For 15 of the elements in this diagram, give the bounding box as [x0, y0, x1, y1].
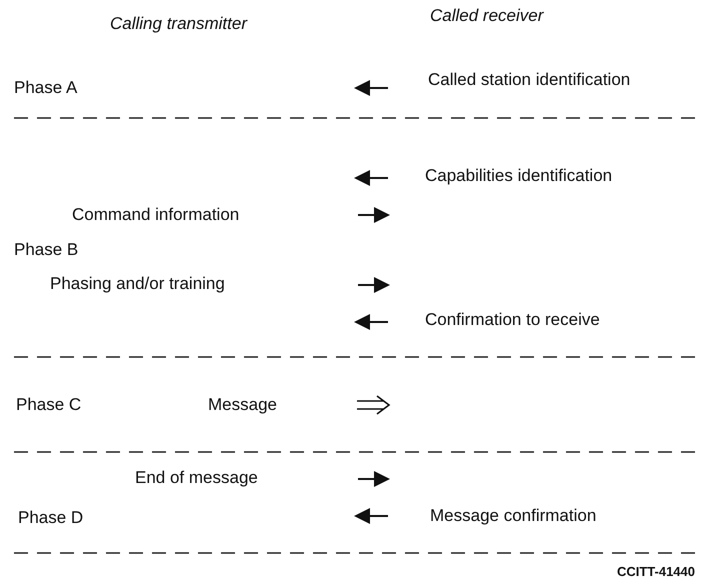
column-heading: Calling transmitter: [110, 14, 247, 34]
figure-number: CCITT-41440: [616, 563, 695, 581]
phase-label: Phase C: [16, 395, 82, 415]
signal-label: Message: [208, 395, 277, 415]
phase-label: Phase D: [18, 508, 84, 528]
signal-label: Phasing and/or training: [50, 274, 225, 294]
signal-label: Confirmation to receive: [425, 310, 600, 330]
signal-label: End of message: [135, 468, 258, 488]
signal-label: Message confirmation: [430, 506, 596, 526]
signal-label: Called station identification: [428, 70, 630, 90]
signal-label: Capabilities identification: [425, 166, 612, 186]
column-heading: Called receiver: [430, 6, 544, 26]
phase-label: Phase B: [14, 240, 78, 260]
phase-label: Phase A: [14, 78, 78, 98]
signal-label: Command information: [72, 205, 240, 225]
